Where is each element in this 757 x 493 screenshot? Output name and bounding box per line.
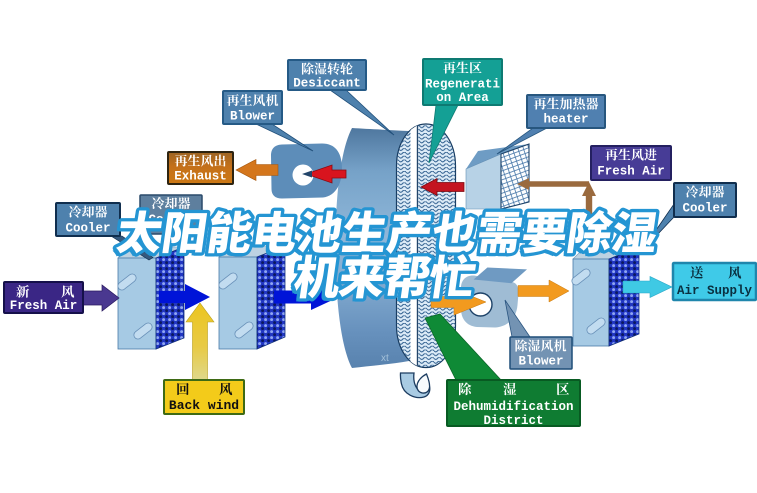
svg-text:Fresh Air: Fresh Air — [10, 299, 78, 313]
svg-text:Cooler: Cooler — [682, 202, 727, 216]
svg-text:on Area: on Area — [436, 91, 489, 105]
svg-text:xt: xt — [381, 353, 389, 364]
svg-text:Blower: Blower — [230, 110, 275, 124]
svg-text:Fresh Air: Fresh Air — [597, 165, 665, 179]
svg-text:Dehumidification: Dehumidification — [453, 400, 573, 414]
svg-text:Exhaust: Exhaust — [174, 170, 227, 184]
svg-text:Back wind: Back wind — [169, 398, 239, 413]
svg-text:Air Supply: Air Supply — [677, 284, 753, 298]
svg-text:Cooler: Cooler — [65, 222, 110, 236]
svg-text:District: District — [483, 414, 543, 428]
svg-text:Regenerati: Regenerati — [425, 78, 500, 92]
svg-text:Blower: Blower — [518, 355, 563, 369]
svg-text:Desiccant: Desiccant — [293, 77, 361, 91]
svg-text:heater: heater — [543, 113, 588, 127]
